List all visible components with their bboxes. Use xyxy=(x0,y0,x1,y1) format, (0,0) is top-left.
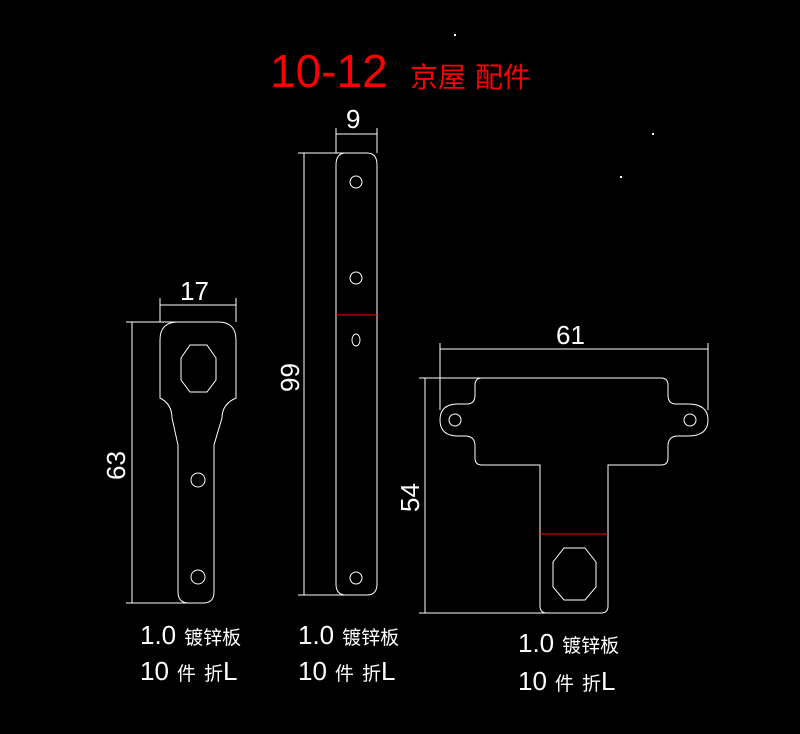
part-1-height-dim: 63 xyxy=(100,451,131,480)
material: 镀锌板 xyxy=(562,635,620,657)
bend-type: L xyxy=(380,656,396,686)
part-1-quantity: 10 件折L xyxy=(140,656,237,687)
material: 镀锌板 xyxy=(184,627,242,649)
part-1-dimensions xyxy=(126,298,237,604)
material: 镀锌板 xyxy=(342,627,400,649)
part-1-material: 1.0 镀锌板 xyxy=(140,620,241,651)
qty-unit: 件 xyxy=(176,663,196,685)
part-1-hole xyxy=(190,472,206,488)
thickness: 1.0 xyxy=(298,620,335,650)
stray-points xyxy=(454,34,654,178)
part-2-material: 1.0 镀锌板 xyxy=(298,620,399,651)
part-1-hole xyxy=(190,569,206,585)
part-3-hex-hole xyxy=(552,547,597,601)
qty-unit: 件 xyxy=(334,663,354,685)
bend: 折 xyxy=(361,663,381,685)
part-2-width-dim: 9 xyxy=(346,104,361,134)
quantity: 10 xyxy=(298,656,327,686)
part-3-dimensions xyxy=(419,343,709,614)
bend: 折 xyxy=(203,663,223,685)
part-3-outline xyxy=(439,377,709,614)
part-2-dimensions xyxy=(298,128,378,596)
part-3-material: 1.0 镀锌板 xyxy=(518,628,619,659)
bend-type: L xyxy=(222,656,238,686)
bend-type: L xyxy=(600,666,616,696)
thickness: 1.0 xyxy=(140,620,177,650)
bend: 折 xyxy=(581,673,601,695)
part-1-outline xyxy=(159,321,237,604)
qty-unit: 件 xyxy=(554,673,574,695)
part-2-quantity: 10 件折L xyxy=(298,656,395,687)
part-3-quantity: 10 件折L xyxy=(518,666,615,697)
part-2-outline xyxy=(335,152,378,596)
part-1-width-dim: 17 xyxy=(180,276,209,306)
part-1-hex-hole xyxy=(180,344,217,393)
drawing-title-name: 京屋 配件 xyxy=(410,61,531,94)
quantity: 10 xyxy=(518,666,547,696)
thickness: 1.0 xyxy=(518,628,555,658)
part-3-width-dim: 61 xyxy=(556,320,585,350)
quantity: 10 xyxy=(140,656,169,686)
drawing-title-code: 10-12 xyxy=(270,45,388,97)
part-2-height-dim: 99 xyxy=(274,363,305,392)
part-3-height-dim: 54 xyxy=(394,483,425,512)
